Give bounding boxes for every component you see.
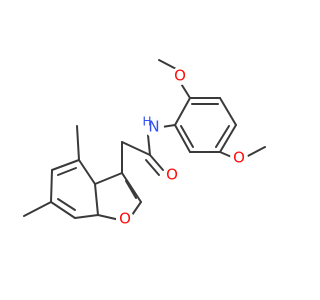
bond-benz-c5-c6 <box>50 169 53 203</box>
bond-carbonyl-double-b <box>145 159 160 176</box>
bond-layer <box>23 59 266 221</box>
bond-furan-c2-o <box>131 201 142 216</box>
atom-carbonyl-oxygen: O <box>163 166 181 184</box>
atom-nh: N H <box>142 115 164 137</box>
bond-nh-ring <box>161 124 176 128</box>
oxygen-label-methoxy-right: O <box>233 149 245 167</box>
bond-benz-c6-c7 <box>50 201 76 219</box>
bond-nh-carbonyl <box>147 134 151 156</box>
structure-diagram: O N H O O O <box>23 59 266 228</box>
atom-methoxy-right-oxygen: O <box>230 149 248 167</box>
oxygen-label-carbonyl: O <box>166 166 178 184</box>
bond-benz-c3a-c4 <box>78 159 96 185</box>
bond-carbonyl-ch2 <box>121 141 151 156</box>
bond-ring1-c <box>219 124 237 153</box>
bond-c3a-c7a <box>94 183 99 216</box>
bond-ring1-f <box>174 97 191 126</box>
bond-benz-c7-c7a <box>74 214 99 219</box>
bond-benz-c6-c7-inner <box>57 198 76 211</box>
bond-furan-c3-c2-inner <box>125 180 137 199</box>
hydrogen-label: H <box>142 115 151 129</box>
atom-label-layer: O N H O O O <box>116 67 248 228</box>
atom-furan-oxygen: O <box>116 210 134 228</box>
bond-methyl-c6 <box>23 201 52 217</box>
bond-furan-c3-c3a <box>94 172 123 185</box>
bond-benz-c4-c5 <box>51 159 80 171</box>
bond-ring1-e-inner <box>180 125 194 148</box>
bond-furan-c3-c2 <box>121 172 142 203</box>
molecule-canvas: O N H O O O <box>23 59 266 228</box>
bond-carbonyl-double-a <box>149 154 164 171</box>
bond-ring1-b <box>219 97 237 126</box>
nitrogen-label: N <box>148 118 159 136</box>
bond-benz-c4-c5-inner <box>57 167 77 176</box>
oxygen-label-furan: O <box>119 210 131 228</box>
bond-methyl-c4 <box>76 125 80 161</box>
bond-ring1-c-inner <box>215 125 230 148</box>
oxygen-label-methoxy-top: O <box>174 67 186 85</box>
bond-ring1-e <box>174 124 191 153</box>
atom-methoxy-top-oxygen: O <box>171 67 189 85</box>
